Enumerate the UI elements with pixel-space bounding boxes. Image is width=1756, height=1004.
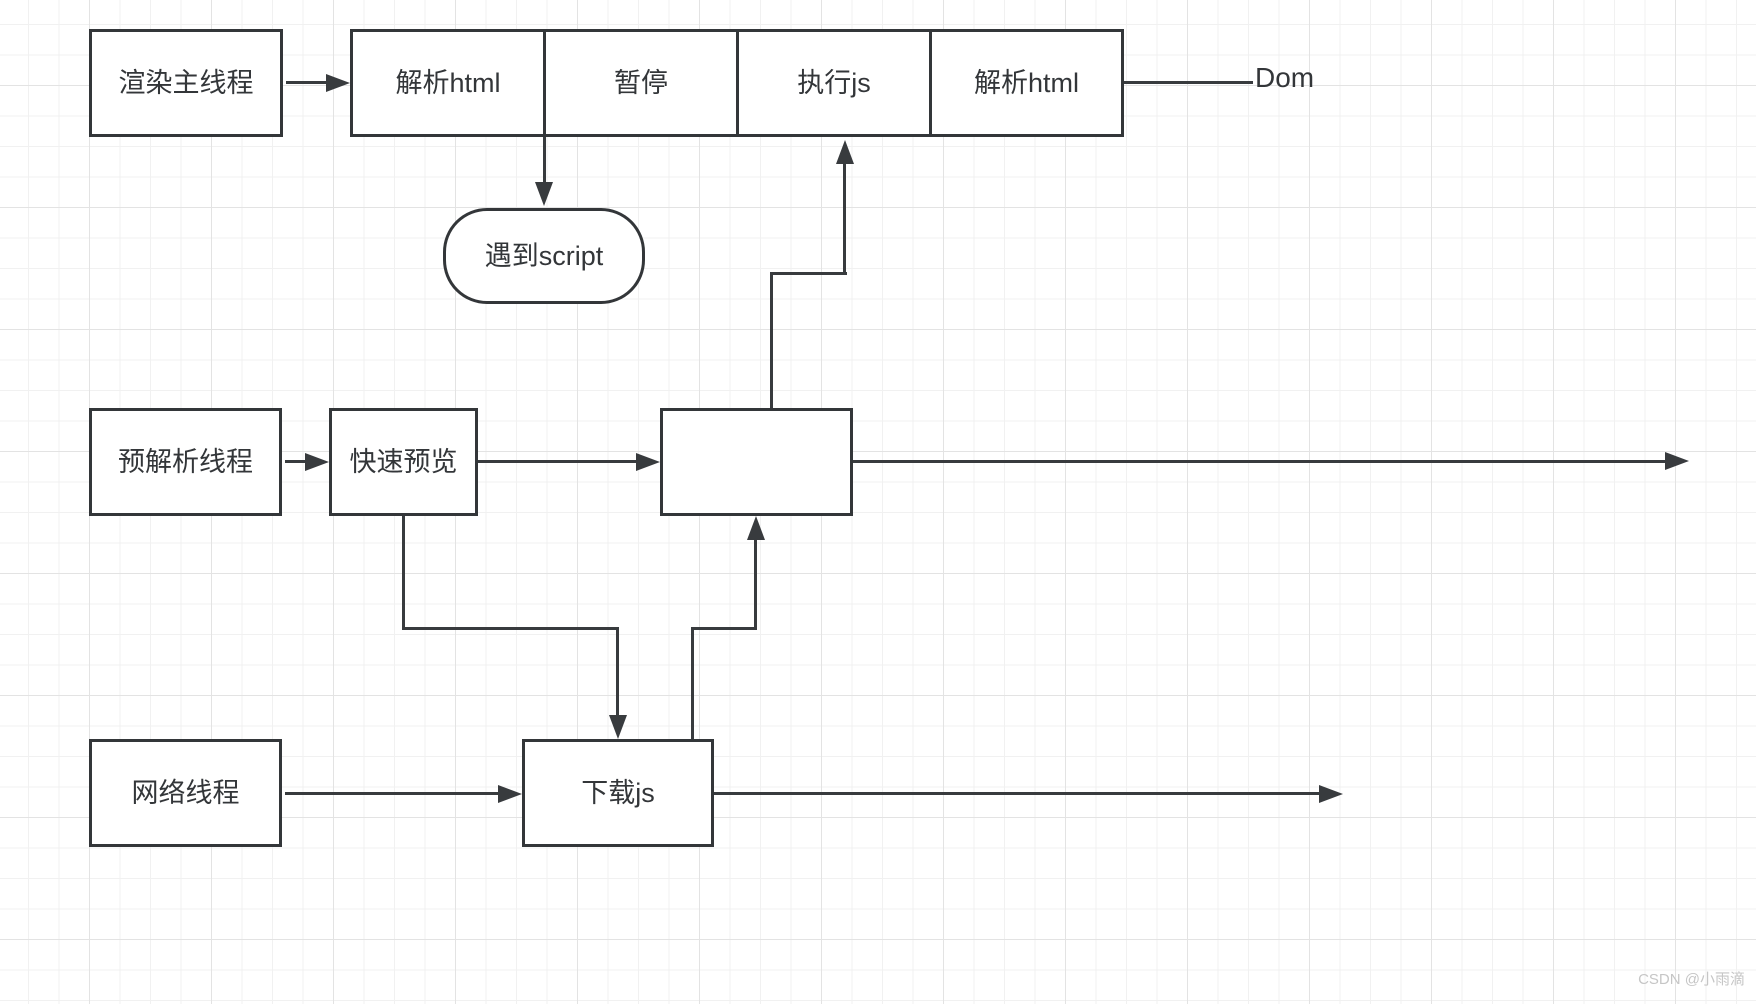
arrowhead-right-icon [305,453,329,471]
connector-render-to-timeline [286,81,328,84]
node-download-js: 下载js [522,739,714,847]
connector-buffer-to-execjs-h [770,272,847,275]
arrowhead-down-icon [609,715,627,739]
node-preparse-thread: 预解析线程 [89,408,282,516]
node-script-event: 遇到script [443,208,645,304]
node-timeline-parse-html-2: 解析html [929,29,1124,137]
connector-preview-to-download-h [402,627,619,630]
node-buffer-empty [660,408,853,516]
dom-label: Dom [1255,62,1315,93]
node-render-main-thread: 渲染主线程 [89,29,283,137]
arrowhead-right-icon [326,74,350,92]
node-timeline-exec-js: 执行js [736,29,932,137]
arrowhead-down-icon [535,182,553,206]
watermark-text: CSDN @小雨滴 [1638,971,1745,988]
arrowhead-right-icon [1665,452,1689,470]
connector-download-to-right [714,792,1325,795]
arrowhead-up-icon [836,140,854,164]
connector-buffer-to-right [853,460,1671,463]
node-timeline-parse-html-1: 解析html [350,29,546,137]
connector-download-to-buffer-v1 [691,628,694,739]
arrowhead-right-icon [498,785,522,803]
node-quick-preview: 快速预览 [329,408,478,516]
connector-preview-to-download-v2 [616,628,619,717]
connector-download-to-buffer-h [691,627,757,630]
connector-network-to-download [285,792,504,795]
node-network-thread: 网络线程 [89,739,282,847]
node-timeline-pause: 暂停 [543,29,739,137]
arrowhead-right-icon [1319,785,1343,803]
connector-preview-to-buffer [478,460,642,463]
arrowhead-up-icon [747,516,765,540]
connector-buffer-to-execjs-v1 [770,273,773,408]
connector-timeline-to-script [543,137,546,184]
arrowhead-right-icon [636,453,660,471]
connector-timeline-to-dom [1124,81,1253,84]
connector-preparse-to-preview [285,460,311,463]
connector-buffer-to-execjs-v2 [843,162,846,274]
connector-download-to-buffer-v2 [754,538,757,630]
connector-preview-to-download-v1 [402,516,405,630]
